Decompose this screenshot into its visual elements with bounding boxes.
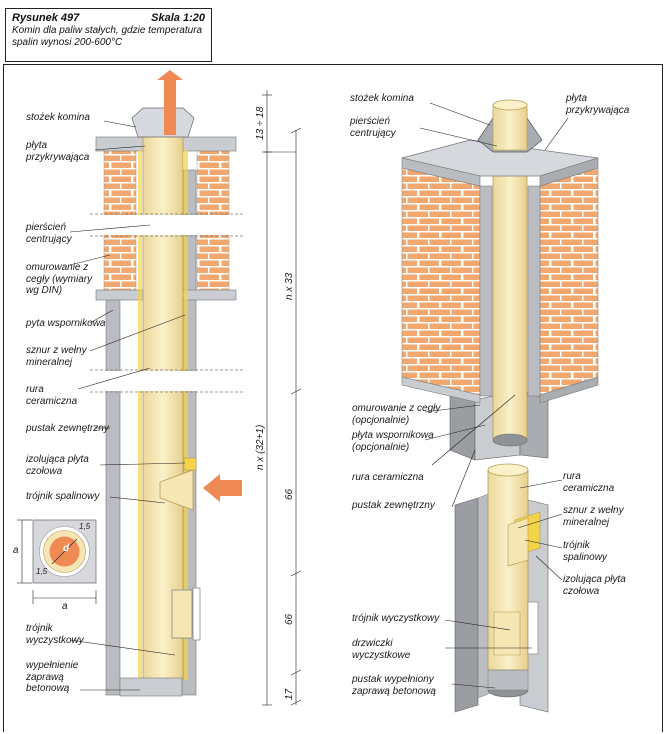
isometric-detail <box>454 463 549 713</box>
label-mineral-wool: sznur z wełny mineralnej <box>26 345 87 368</box>
figure-number: Rysunek 497 <box>12 12 80 24</box>
figure-caption: Rysunek 497 Skala 1:20 Komin dla paliw s… <box>5 8 212 62</box>
flue-tee <box>159 469 194 511</box>
label-d-flue-tee: trójnik spalinowy <box>563 540 607 563</box>
label-d-cleaning-tee: trójnik wyczystkowy <box>352 613 440 624</box>
label-r-brick: omurowanie z cegły (opcjonalnie) <box>352 403 441 426</box>
cs-t1: 1,5 <box>79 522 91 531</box>
label-ceramic-pipe: rura ceramiczna <box>26 384 78 407</box>
drawing-frame <box>3 64 663 732</box>
insulation-right <box>184 150 188 680</box>
label-outer-block: pustak zewnętrzny <box>26 423 109 434</box>
isometric-top <box>401 99 599 461</box>
cleaning-tee <box>171 589 193 639</box>
dim-n33: n x 33 <box>284 272 295 300</box>
label-r-pipe: rura ceramiczna <box>352 472 424 483</box>
label-r-block: pustak zewnętrzny <box>352 500 435 511</box>
label-r-cone: stożek komina <box>350 93 414 104</box>
dimension-lines <box>262 90 302 706</box>
label-d-pipe: rura ceramiczna <box>563 471 615 494</box>
inlet-arrow <box>203 474 242 502</box>
concrete-base <box>119 677 183 697</box>
dim-17: 17 <box>284 688 295 700</box>
label-centering-ring: pierścień centrujący <box>26 222 72 245</box>
cs-t2: 1,5 <box>36 567 48 576</box>
insulation-left <box>138 150 142 680</box>
dim-66b: 66 <box>284 613 295 625</box>
figure-scale: Skala 1:20 <box>151 12 205 24</box>
cleaning-door <box>192 587 201 641</box>
label-d-door: drzwiczki wyczystkowe <box>352 638 411 661</box>
brick-face-right <box>539 167 599 396</box>
figure-description: Komin dla paliw stałych, gdzie temperatu… <box>12 25 203 48</box>
section-view <box>90 70 250 697</box>
chimney-cone <box>131 107 195 138</box>
label-r-centering-ring: pierścień centrujący <box>350 116 396 139</box>
label-cover-slab: płyta przykrywająca <box>26 140 90 163</box>
dim-66a: 66 <box>284 488 295 500</box>
cs-d: d <box>63 543 70 554</box>
dim-n32: n x (32+1) <box>255 424 266 470</box>
label-flue-tee: trójnik spalinowy <box>26 491 100 502</box>
ceramic-pipe <box>142 109 184 681</box>
label-concrete-fill: wypełnienie zaprawą betonową <box>26 660 79 694</box>
dim-top: 13 ÷ 18 <box>255 106 266 140</box>
right-leaders <box>419 102 569 689</box>
label-chimney-cone: stożek komina <box>26 112 90 123</box>
cs-a-vertical: a <box>13 545 19 556</box>
label-d-filled-block: pustak wypełniony zaprawą betonową <box>352 674 436 697</box>
cs-a-horizontal: a <box>62 601 68 612</box>
label-r-bracket: płyta wspornikowa (opcjonalnie) <box>352 430 434 453</box>
label-r-cover-slab: płyta przykrywająca <box>566 93 630 116</box>
insulating-plate <box>183 457 197 471</box>
label-brick-casing: omurowanie z cegły (wymiary wg DIN) <box>26 262 93 296</box>
left-leaders <box>69 120 186 691</box>
label-d-wool: sznur z wełny mineralnej <box>563 505 624 528</box>
exhaust-arrow <box>157 70 183 135</box>
label-d-insulating: izolująca płyta czołowa <box>563 574 626 597</box>
label-cleaning-tee: trójnik wyczystkowy <box>26 623 84 646</box>
label-bracket-slab: pyta wspornikowa <box>26 318 106 329</box>
label-insulating-plate: izolująca płyta czołowa <box>26 454 89 477</box>
brick-face-left <box>401 167 481 396</box>
cross-section <box>17 519 97 604</box>
